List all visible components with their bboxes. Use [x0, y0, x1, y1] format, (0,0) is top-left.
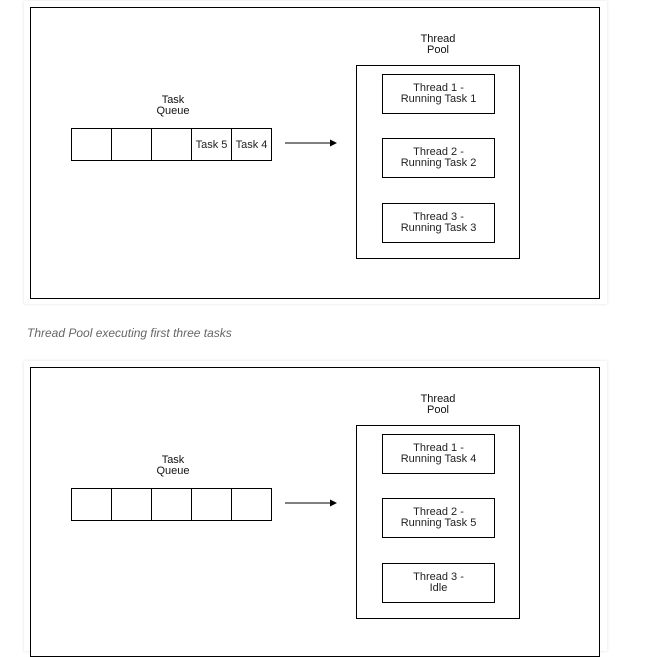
queue-cell — [151, 128, 192, 161]
queue-cell-task-4: Task 4 — [231, 128, 272, 161]
diagram-canvas: Task Queue Thread Pool Thread 1 - Runnin… — [30, 367, 600, 657]
thread-name: Thread 1 - — [413, 442, 464, 454]
diagram-canvas: Task Queue Thread Pool Task 5 Task 4 Thr… — [30, 7, 600, 299]
thread-name: Thread 3 - — [413, 571, 464, 583]
thread-status: Running Task 4 — [400, 453, 477, 465]
arrow-right-icon — [285, 499, 337, 507]
diagram-figure-2: Task Queue Thread Pool Thread 1 - Runnin… — [24, 361, 607, 657]
thread-pool-label: Thread Pool — [420, 33, 456, 56]
thread-status: Running Task 3 — [400, 222, 477, 234]
thread-name: Thread 2 - — [413, 506, 464, 518]
thread-name: Thread 1 - — [413, 82, 464, 94]
thread-status: Idle — [429, 582, 448, 594]
queue-cell — [231, 488, 272, 521]
task-queue-label: Task Queue — [156, 94, 190, 117]
thread-name: Thread 3 - — [413, 211, 464, 223]
thread-pool-box: Thread 1 - Running Task 1 Thread 2 - Run… — [356, 65, 520, 259]
task-queue — [71, 488, 272, 521]
queue-cell — [151, 488, 192, 521]
arrow-right-icon — [285, 139, 337, 147]
thread-box-3: Thread 3 - Running Task 3 — [382, 203, 495, 243]
queue-cell-task-5: Task 5 — [191, 128, 232, 161]
thread-box-2: Thread 2 - Running Task 2 — [382, 138, 495, 178]
thread-status: Running Task 2 — [400, 157, 477, 169]
queue-cell — [111, 488, 152, 521]
thread-box-3: Thread 3 - Idle — [382, 563, 495, 603]
figure-caption: Thread Pool executing first three tasks — [27, 326, 232, 340]
diagram-figure-1: Task Queue Thread Pool Task 5 Task 4 Thr… — [24, 1, 607, 304]
queue-cell — [71, 128, 112, 161]
thread-box-2: Thread 2 - Running Task 5 — [382, 498, 495, 538]
thread-name: Thread 2 - — [413, 146, 464, 158]
thread-box-1: Thread 1 - Running Task 4 — [382, 434, 495, 474]
thread-pool-label: Thread Pool — [420, 393, 456, 416]
thread-status: Running Task 1 — [400, 93, 477, 105]
thread-status: Running Task 5 — [400, 517, 477, 529]
thread-box-1: Thread 1 - Running Task 1 — [382, 74, 495, 114]
queue-cell — [111, 128, 152, 161]
task-queue: Task 5 Task 4 — [71, 128, 272, 161]
queue-cell — [71, 488, 112, 521]
task-queue-label: Task Queue — [156, 454, 190, 477]
queue-cell — [191, 488, 232, 521]
thread-pool-box: Thread 1 - Running Task 4 Thread 2 - Run… — [356, 425, 520, 619]
